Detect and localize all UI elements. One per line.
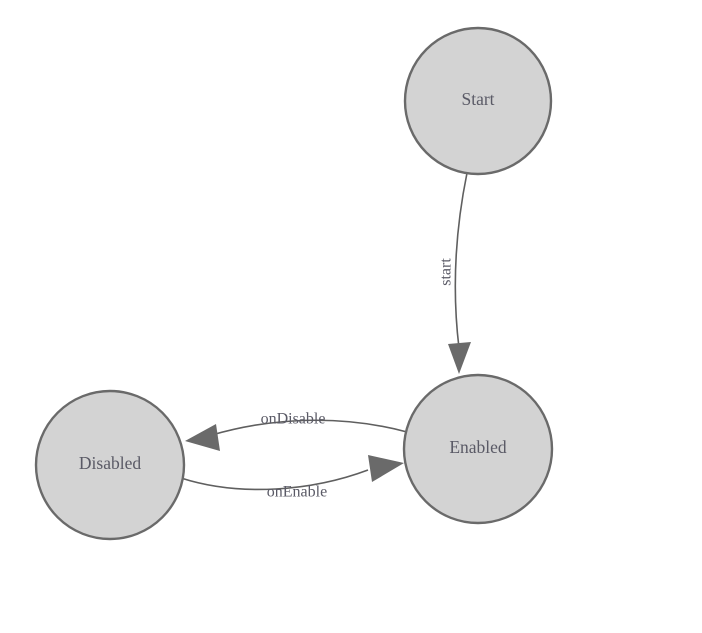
node-disabled[interactable]: Disabled — [34, 389, 186, 541]
edge-label-ondisable: onDisable — [261, 411, 326, 428]
edge-start-to-enabled[interactable]: start — [438, 172, 471, 374]
edge-enabled-to-disabled-path — [211, 419, 408, 436]
node-enabled-label: Enabled — [449, 437, 507, 457]
edge-label-start: start — [438, 258, 455, 286]
arrowhead-into-disabled — [185, 424, 220, 451]
edge-disabled-to-enabled-path — [180, 469, 369, 491]
node-start[interactable]: Start — [403, 26, 553, 176]
edge-disabled-to-enabled[interactable]: onEnable — [180, 455, 404, 501]
arrowhead-into-enabled-left — [368, 455, 404, 482]
arrowhead-into-enabled-top — [448, 342, 471, 374]
edge-start-to-enabled-path — [454, 172, 468, 349]
edge-enabled-to-disabled[interactable]: onDisable — [185, 411, 408, 451]
node-disabled-label: Disabled — [79, 453, 141, 473]
node-enabled-circle — [402, 373, 554, 525]
node-enabled[interactable]: Enabled — [402, 373, 554, 525]
node-start-label: Start — [461, 89, 494, 109]
node-start-circle — [403, 26, 553, 176]
edge-label-onenable: onEnable — [267, 484, 327, 501]
node-disabled-circle — [34, 389, 186, 541]
